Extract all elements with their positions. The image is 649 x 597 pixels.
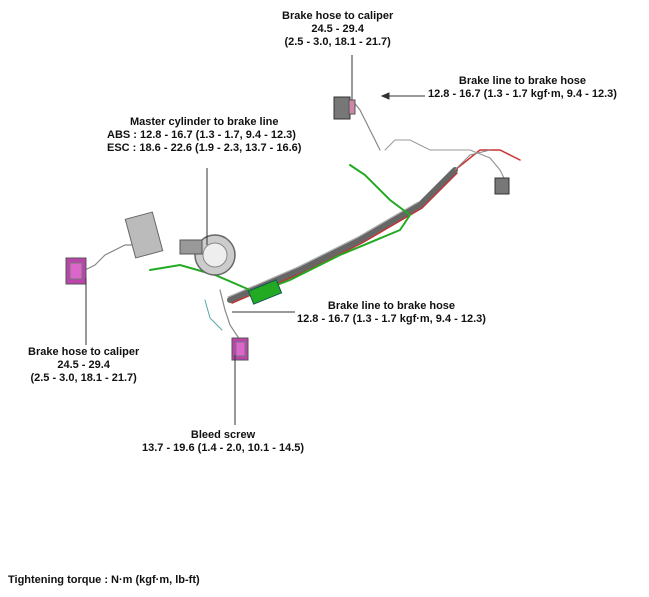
callout-rear-caliper-hose: Brake hose to caliper 24.5 - 29.4 (2.5 -… (282, 10, 393, 49)
tightening-torque-note: Tightening torque : N·m (kgf·m, lb-ft) (8, 574, 200, 586)
callout-alt: (2.5 - 3.0, 18.1 - 21.7) (284, 36, 391, 48)
callout-abs: ABS : 12.8 - 16.7 (1.3 - 1.7, 9.4 - 12.3… (107, 129, 296, 141)
callout-esc: ESC : 18.6 - 22.6 (1.9 - 2.3, 13.7 - 16.… (107, 142, 302, 154)
callout-title: Bleed screw (190, 429, 256, 441)
abs-module (247, 279, 283, 305)
callout-value: 24.5 - 29.4 (311, 23, 364, 35)
callout-front-caliper-hose: Brake hose to caliper 24.5 - 29.4 (2.5 -… (28, 346, 139, 385)
callout-title: Brake hose to caliper (282, 10, 394, 22)
callout-value: 12.8 - 16.7 (1.3 - 1.7 kgf·m, 9.4 - 12.3… (297, 313, 486, 325)
callout-value: 13.7 - 19.6 (1.4 - 2.0, 10.1 - 14.5) (142, 442, 305, 454)
rear-caliper-top (333, 96, 356, 120)
callout-master-cylinder: Master cylinder to brake line ABS : 12.8… (107, 116, 301, 155)
callout-title: Master cylinder to brake line (129, 116, 279, 128)
front-caliper-lower (231, 337, 249, 361)
callout-title: Brake line to brake hose (458, 75, 587, 87)
callout-rear-line-hose: Brake line to brake hose 12.8 - 16.7 (1.… (428, 75, 617, 101)
rear-caliper-right (494, 177, 510, 195)
callout-title: Brake hose to caliper (28, 346, 140, 358)
callout-alt: (2.5 - 3.0, 18.1 - 21.7) (30, 372, 137, 384)
leader-lines (85, 55, 425, 425)
callout-value: 12.8 - 16.7 (1.3 - 1.7 kgf·m, 9.4 - 12.3… (428, 88, 617, 100)
callout-bleed-screw: Bleed screw 13.7 - 19.6 (1.4 - 2.0, 10.1… (142, 429, 304, 455)
front-caliper-left (65, 257, 87, 285)
callout-front-line-hose: Brake line to brake hose 12.8 - 16.7 (1.… (297, 300, 486, 326)
master-cylinder (124, 211, 236, 276)
callout-value: 24.5 - 29.4 (57, 359, 110, 371)
callout-title: Brake line to brake hose (327, 300, 456, 312)
